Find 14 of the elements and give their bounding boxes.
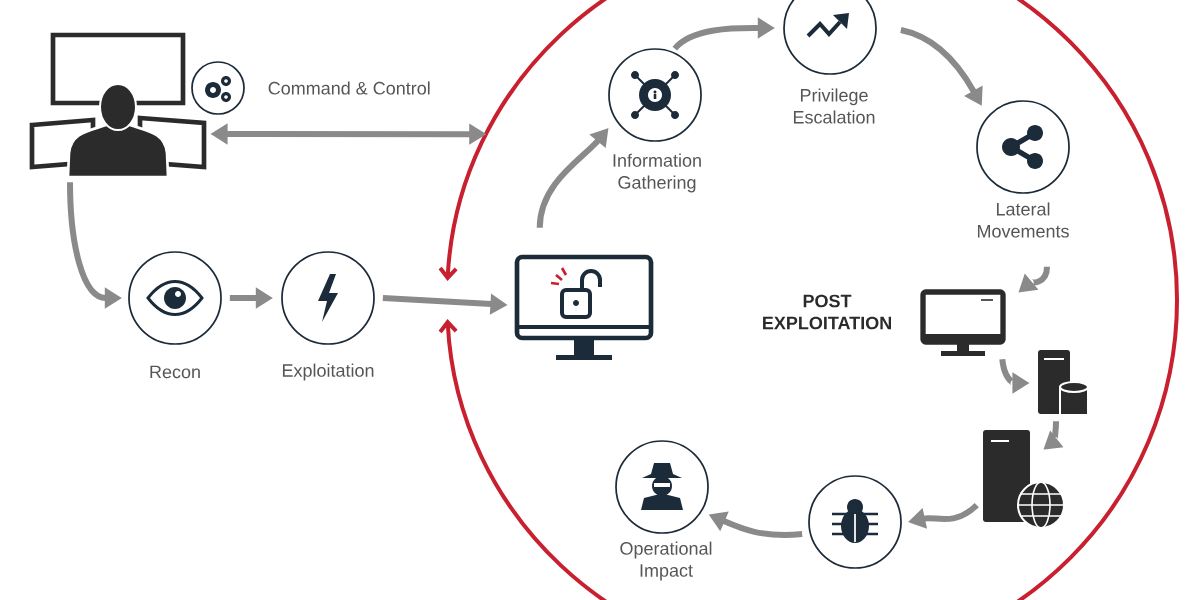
unlocked-monitor-drawing (514, 254, 654, 360)
step-label: Information Gathering (613, 153, 701, 193)
step-label: Exploitation (282, 363, 374, 381)
step-circle (808, 475, 902, 569)
monitor-drawing (920, 289, 1006, 356)
person-at-monitors-drawing (29, 32, 207, 179)
step-label: Command & Control (268, 81, 430, 95)
step-label: Lateral Movements (978, 202, 1069, 238)
step-label: Operational Impact (620, 541, 712, 581)
step-label: Privilege Escalation (793, 88, 875, 124)
server-globe-drawing (983, 430, 1065, 529)
step-label: Recon (150, 365, 200, 379)
section-title: POST EXPLOITATION (763, 294, 891, 330)
server-database-drawing (1038, 350, 1089, 416)
